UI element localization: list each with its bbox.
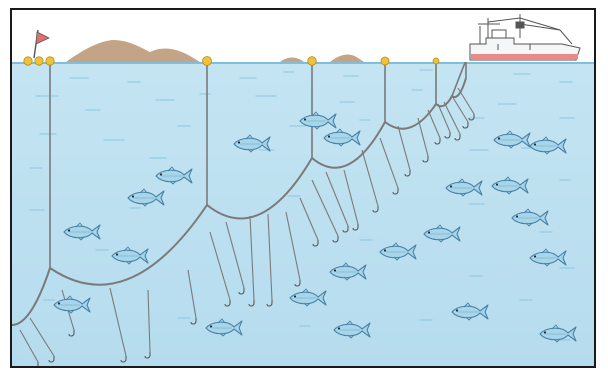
float-icon <box>203 57 212 66</box>
float-icon <box>433 58 439 64</box>
sea-water <box>12 62 594 366</box>
float-icon <box>308 57 317 66</box>
float-icon <box>381 57 389 65</box>
